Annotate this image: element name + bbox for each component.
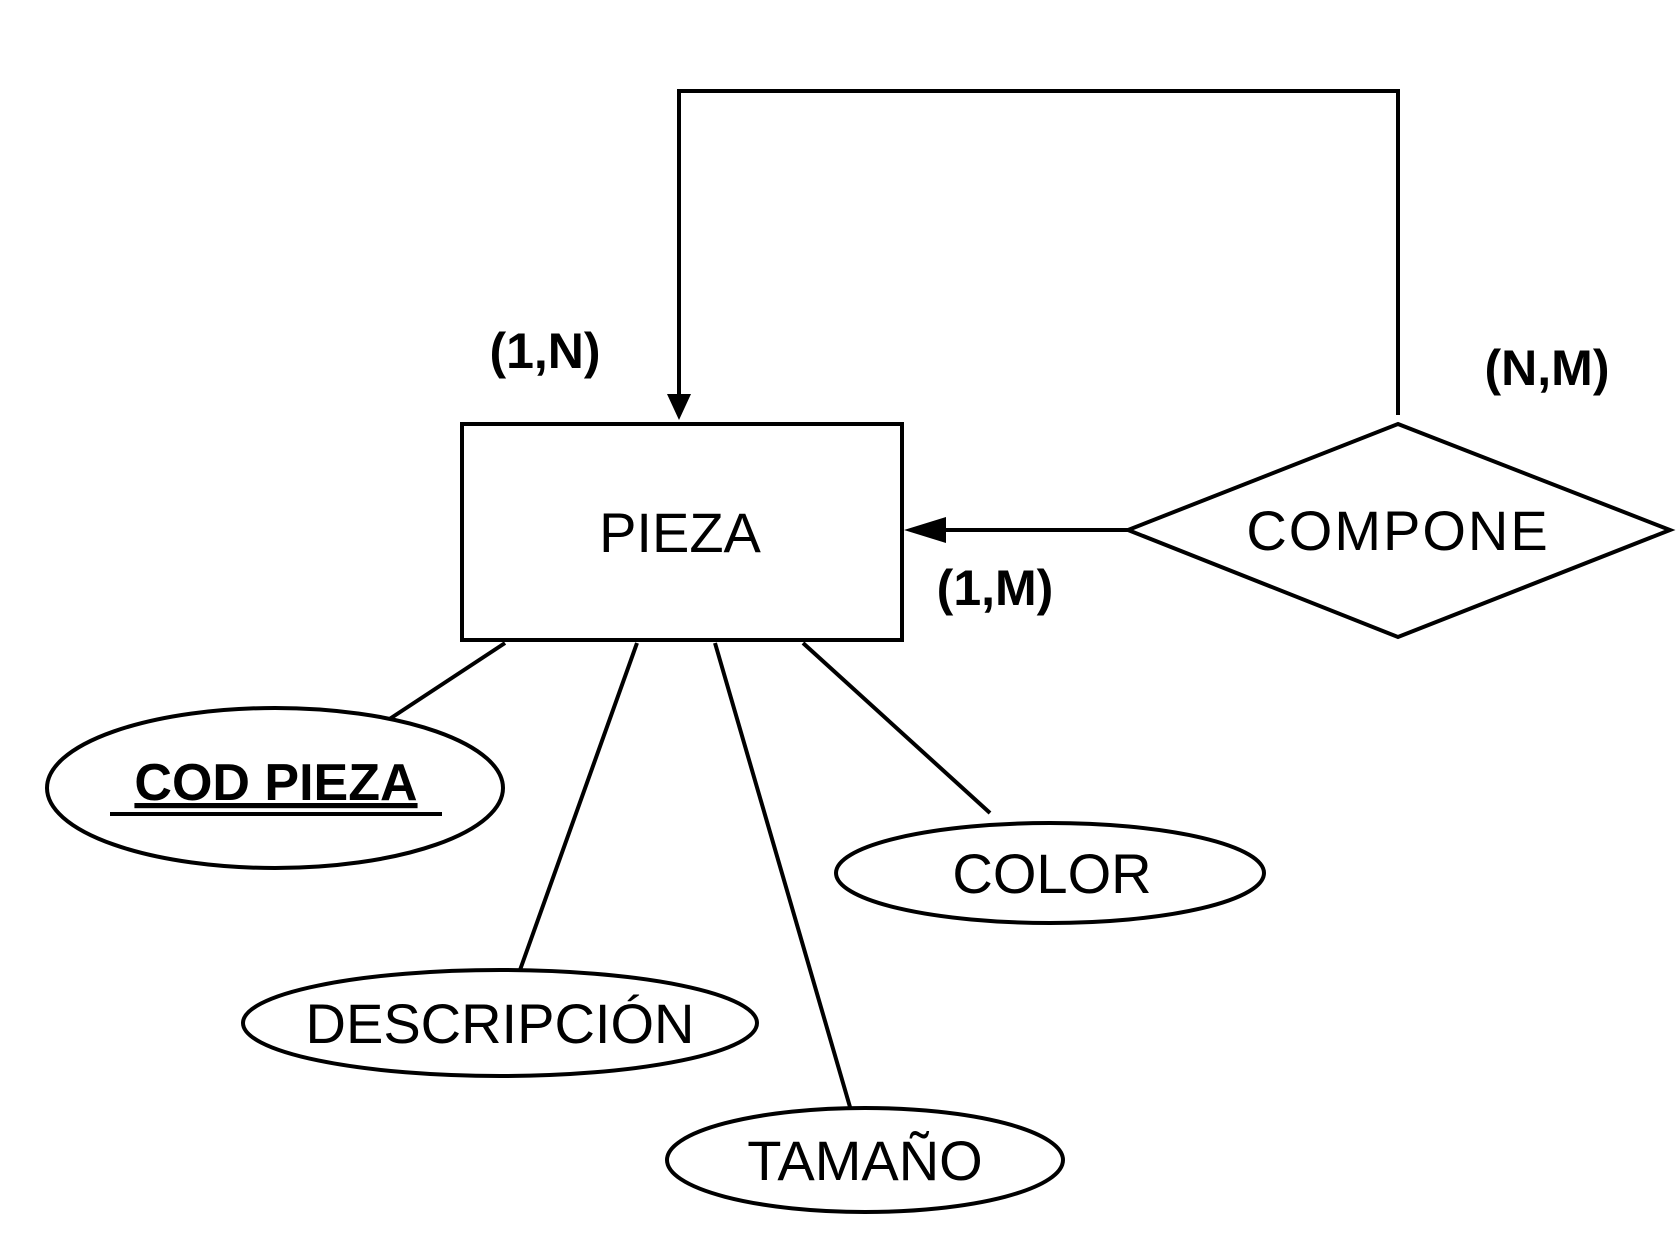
attribute-cod-pieza-label: COD PIEZA xyxy=(134,754,417,812)
entity-pieza-label: PIEZA xyxy=(599,501,761,564)
attribute-color-label: COLOR xyxy=(952,842,1151,905)
attribute-tamano[interactable] xyxy=(665,1106,1065,1214)
relationship-compone[interactable] xyxy=(1122,421,1676,640)
arrowhead-down-icon xyxy=(667,394,691,420)
entity-pieza[interactable] xyxy=(460,422,904,642)
cardinality-top-entity: (1,N) xyxy=(489,323,600,379)
link-cod-pieza xyxy=(386,641,507,722)
attribute-descripcion-label: DESCRIPCIÓN xyxy=(306,992,695,1055)
attribute-tamano-label: TAMAÑO xyxy=(747,1129,982,1192)
link-tamano xyxy=(713,642,852,1108)
relationship-compone-label: COMPONE xyxy=(1246,499,1549,562)
cardinality-side-entity: (1,M) xyxy=(937,560,1054,616)
attribute-color[interactable] xyxy=(834,821,1266,925)
link-color xyxy=(801,641,992,815)
recursive-link-top xyxy=(677,89,1400,415)
attribute-cod-pieza[interactable] xyxy=(45,706,505,870)
attribute-descripcion[interactable] xyxy=(241,968,759,1078)
cardinality-relationship: (N,M) xyxy=(1485,340,1610,396)
arrowhead-left-icon xyxy=(904,517,946,543)
link-descripcion xyxy=(518,642,639,971)
